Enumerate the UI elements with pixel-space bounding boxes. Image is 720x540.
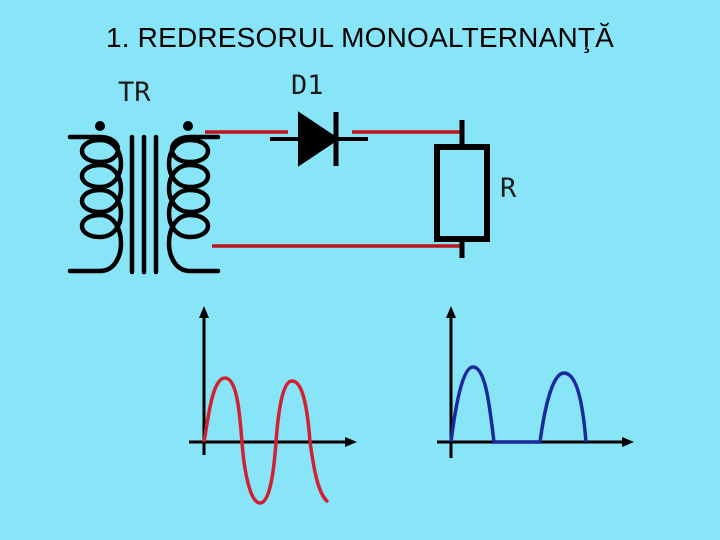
input-sine-wave [202, 376, 330, 505]
output-x-arrow [622, 437, 634, 447]
slide-title: 1. REDRESORUL MONOALTERNANŢĂ [105, 22, 615, 53]
primary-winding [67, 134, 124, 274]
resistor [434, 120, 490, 258]
polarity-dot-primary [95, 121, 105, 131]
input-x-arrow [345, 437, 357, 447]
label-d1: D1 [291, 70, 324, 101]
secondary-winding [166, 134, 221, 274]
output-y-arrow [446, 306, 456, 318]
input-waveform-graph [189, 306, 357, 505]
transformer [67, 134, 221, 275]
input-y-arrow [199, 306, 209, 318]
output-rectified-wave [449, 365, 588, 444]
label-r: R [500, 173, 517, 204]
polarity-dot-secondary [183, 121, 193, 131]
label-tr: TR [118, 77, 151, 108]
wires [205, 130, 462, 248]
output-waveform-graph [437, 306, 634, 458]
diode [270, 111, 368, 167]
